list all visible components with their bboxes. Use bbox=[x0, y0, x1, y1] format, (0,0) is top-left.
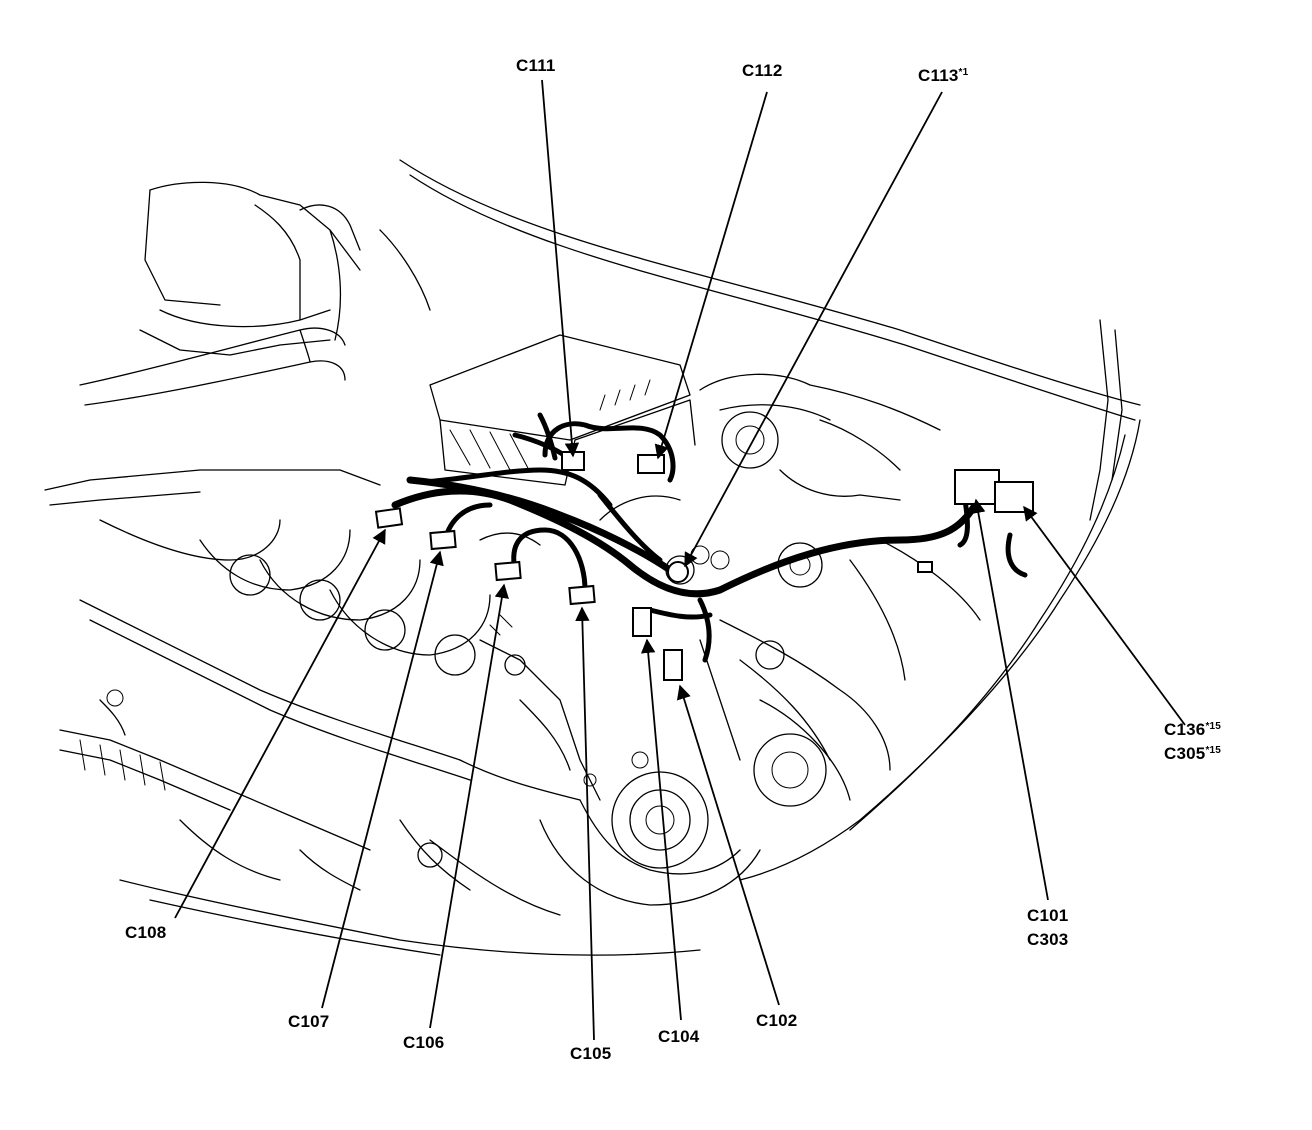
label-c104: C104 bbox=[658, 1027, 700, 1046]
leader-c101 bbox=[971, 498, 1049, 901]
label-c107: C107 bbox=[288, 1012, 330, 1031]
label-c113: C113*1 bbox=[918, 66, 969, 85]
leader-c113 bbox=[684, 91, 943, 568]
connector-c104 bbox=[632, 607, 652, 637]
leader-c106 bbox=[429, 583, 509, 1029]
label-c101: C101 bbox=[1027, 906, 1069, 925]
leader-c111 bbox=[541, 79, 580, 458]
leader-c104 bbox=[640, 638, 682, 1021]
connector-c105 bbox=[568, 584, 596, 606]
label-c112: C112 bbox=[742, 61, 783, 80]
leader-c105 bbox=[575, 606, 595, 1041]
connector-c101 bbox=[954, 469, 1000, 505]
connector-c136 bbox=[994, 481, 1034, 513]
clip bbox=[917, 561, 933, 573]
connector-c102 bbox=[663, 649, 683, 681]
label-c105: C105 bbox=[570, 1044, 612, 1063]
leader-c108 bbox=[174, 528, 386, 919]
engine-line-art bbox=[44, 159, 1141, 956]
label-c106: C106 bbox=[403, 1033, 445, 1052]
wire-harness bbox=[391, 412, 1028, 663]
connector-c106 bbox=[494, 560, 522, 582]
leader-c107 bbox=[321, 550, 444, 1009]
connector-c108 bbox=[374, 507, 404, 529]
leader-c112 bbox=[654, 91, 768, 460]
connector-c112 bbox=[637, 454, 665, 474]
connector-c107 bbox=[429, 529, 457, 551]
connectors bbox=[374, 451, 1034, 681]
connector-c113 bbox=[667, 561, 689, 583]
leader-c102 bbox=[676, 684, 780, 1006]
label-c102: C102 bbox=[756, 1011, 798, 1030]
leader-c136 bbox=[1023, 505, 1186, 726]
label-c305: C305*15 bbox=[1164, 744, 1222, 763]
label-c111: C111 bbox=[516, 56, 556, 75]
label-c136: C136*15 bbox=[1164, 720, 1222, 739]
leader-lines bbox=[174, 79, 1186, 1041]
label-c108: C108 bbox=[125, 923, 167, 942]
label-c303: C303 bbox=[1027, 930, 1069, 949]
